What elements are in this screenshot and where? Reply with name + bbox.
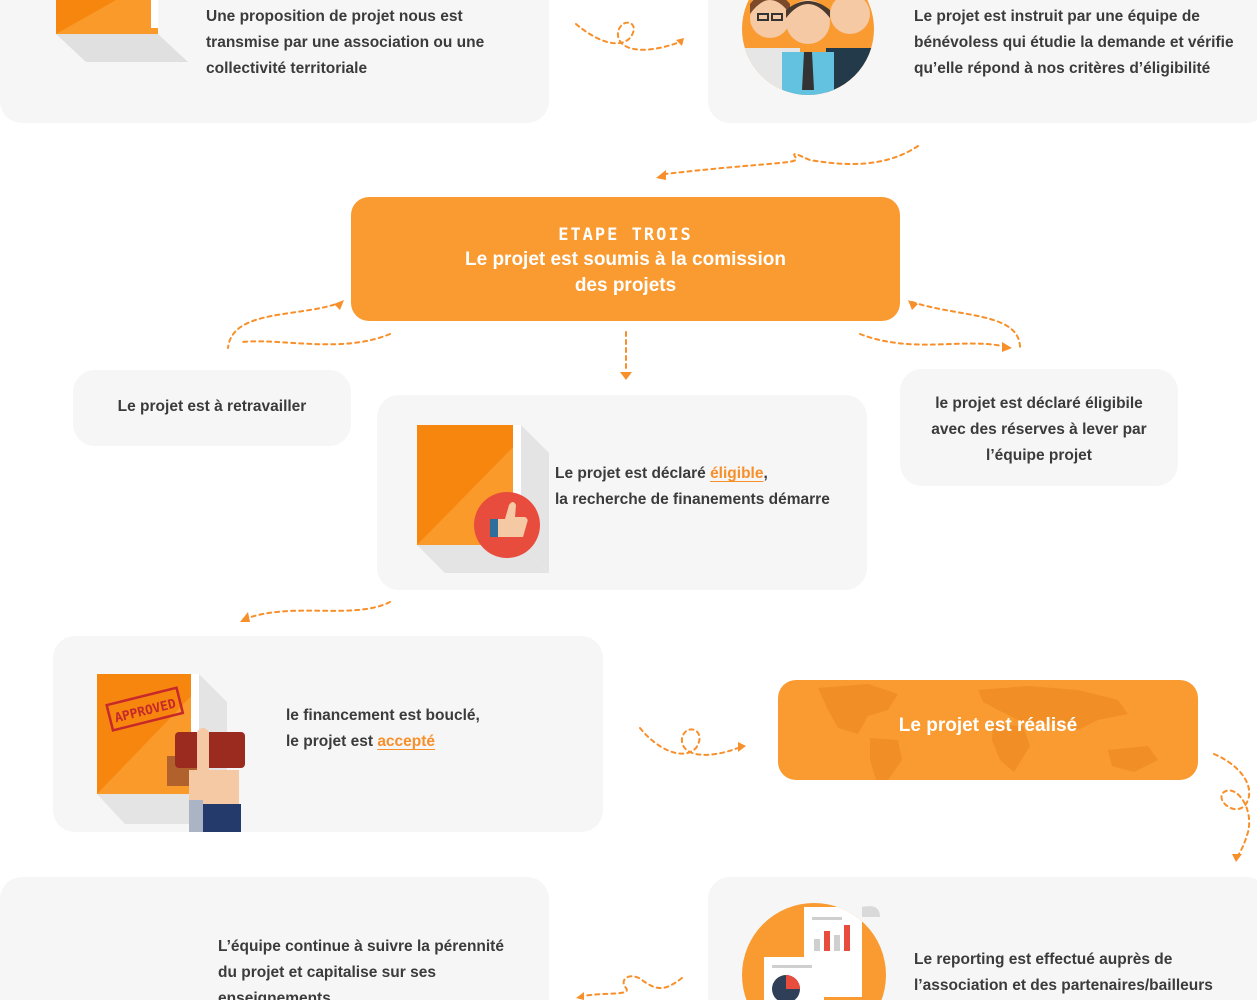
- followup-card: L’équipe continue à suivre la pérennité …: [0, 877, 549, 1000]
- report-documents-icon: [742, 903, 886, 1000]
- reporting-card: Le reporting est effectué auprès de l’as…: [708, 877, 1257, 1000]
- financing-card: APPROVED le financement est bouclé, le p…: [53, 636, 603, 832]
- accepted-highlight: accepté: [377, 733, 436, 750]
- eligible-highlight: éligible: [710, 465, 764, 482]
- team-avatars-icon: [742, 0, 874, 95]
- financing-line1: le financement est bouclé,: [286, 707, 480, 724]
- outcome-eligible-suffix: ,: [763, 465, 768, 482]
- step3-box: ETAPE TROIS Le projet est soumis à la co…: [351, 197, 900, 321]
- flow-arrow-eligible-to-financing: [240, 601, 391, 622]
- folder-thumbs-up-icon: [417, 425, 549, 573]
- flow-arrow-3-to-eligible: [620, 331, 632, 380]
- financing-prefix: le projet est: [286, 733, 378, 750]
- world-map-icon: [818, 684, 1158, 780]
- approved-folder-icon: APPROVED: [97, 674, 245, 832]
- outcome-rework-text: Le projet est à retravailler: [117, 398, 307, 415]
- outcome-rework-card: Le projet est à retravailler: [73, 370, 351, 446]
- flow-arrow-3-to-reserves: [859, 300, 1022, 352]
- outcome-eligible-text: Le projet est déclaré éligible, la reche…: [555, 461, 855, 513]
- financing-line2: le projet est accepté: [286, 729, 566, 755]
- step2-text: Le projet est instruit par une équipe de…: [914, 8, 1234, 77]
- flow-arrow-reporting-to-followup: [576, 975, 683, 1000]
- flow-arrow-3-to-rework: [227, 300, 391, 349]
- realized-box: Le projet est réalisé: [778, 680, 1198, 780]
- outcome-reserves-card: le projet est déclaré éligibile avec des…: [900, 369, 1178, 486]
- step3-kicker: ETAPE TROIS: [558, 225, 693, 245]
- outcome-eligible-card: Le projet est déclaré éligible, la reche…: [377, 395, 867, 590]
- outcome-eligible-line2: la recherche de finanements démarre: [555, 491, 830, 508]
- financing-text: le financement est bouclé, le projet est…: [286, 703, 566, 755]
- outcome-reserves-text: le projet est déclaré éligibile avec des…: [931, 395, 1147, 464]
- step1-text: Une proposition de projet nous est trans…: [206, 8, 485, 77]
- step2-card: Le projet est instruit par une équipe de…: [708, 0, 1257, 123]
- step3-title-line2: des projets: [574, 275, 677, 296]
- flow-arrow-financing-to-realized: [639, 727, 746, 756]
- flow-arrow-realized-to-reporting: [1213, 753, 1251, 862]
- outcome-eligible-line1: Le projet est déclaré éligible,: [555, 461, 855, 487]
- flow-arrow-1-to-2: [575, 21, 684, 51]
- folder-icon: [56, 0, 188, 62]
- reporting-text: Le reporting est effectué auprès de l’as…: [914, 951, 1213, 994]
- flow-arrow-2-to-3: [656, 145, 919, 180]
- followup-text: L’équipe continue à suivre la pérennité …: [218, 938, 504, 1000]
- outcome-eligible-prefix: Le projet est déclaré: [555, 465, 711, 482]
- step1-card: Une proposition de projet nous est trans…: [0, 0, 549, 123]
- realized-text: Le projet est réalisé: [898, 715, 1078, 736]
- step3-title-line1: Le projet est soumis à la comission: [465, 249, 786, 270]
